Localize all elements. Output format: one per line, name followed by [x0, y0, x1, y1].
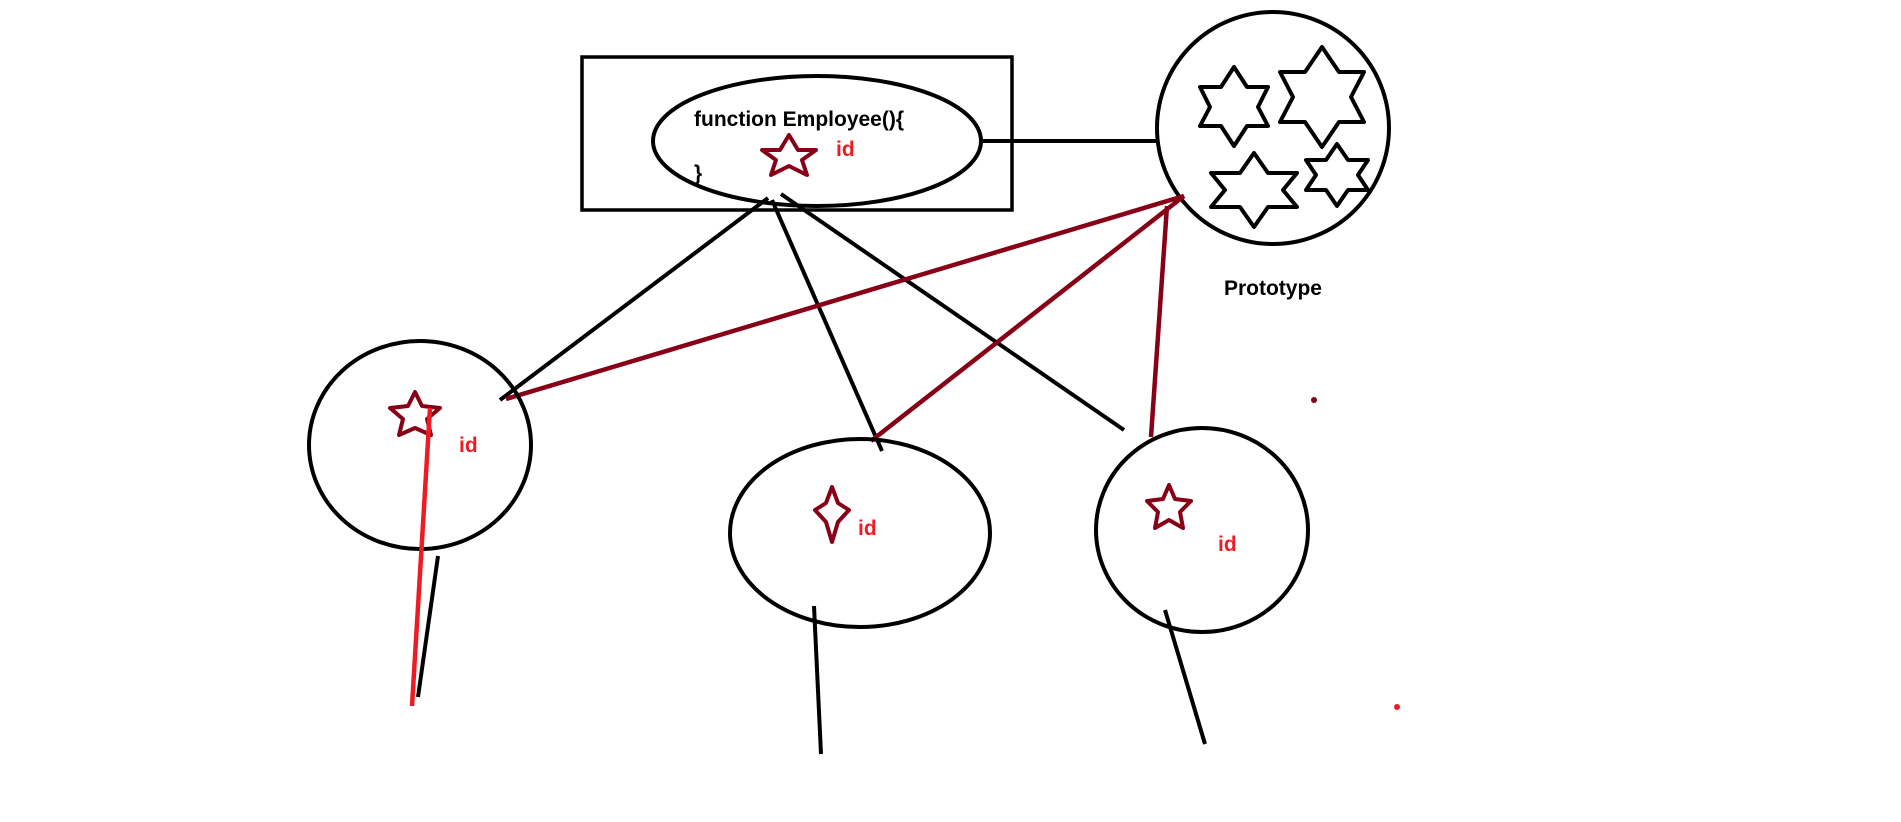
instance-2-tail	[812, 605, 823, 755]
instance-3-circle	[1094, 426, 1310, 634]
instance-1-circle	[307, 339, 533, 551]
instance-3-star-icon	[1145, 483, 1193, 530]
constructor-instance-2-link	[770, 199, 884, 452]
stray-dot	[1311, 397, 1317, 403]
instance-1-star-icon	[388, 390, 442, 437]
prototype-circle	[1155, 10, 1391, 246]
instance-1-red-line	[409, 407, 433, 707]
stray-dot	[1394, 704, 1400, 710]
instance-2-star-icon	[813, 485, 851, 544]
instance-1-tail	[416, 555, 440, 698]
prototype-star-icon	[1198, 65, 1270, 148]
prototype-label: Prototype	[1224, 277, 1322, 300]
instance-2-property-label: id	[858, 517, 877, 540]
prototype-star-icon	[1304, 142, 1370, 208]
constructor-ellipse	[651, 74, 983, 208]
prototype-star-icon	[1278, 45, 1366, 149]
instance-1-property-label: id	[459, 434, 478, 457]
constructor-instance-3-link	[779, 192, 1126, 432]
constructor-code-line-2: }	[694, 162, 702, 185]
instance-3-tail	[1163, 609, 1207, 745]
instance-2-circle	[728, 437, 992, 629]
prototype-star-icon	[1209, 151, 1299, 229]
constructor-code-line-1: function Employee(){	[694, 108, 904, 131]
constructor-instance-1-link	[498, 196, 770, 402]
instance-3-property-label: id	[1218, 533, 1237, 556]
instance-2-prototype-link	[869, 194, 1186, 443]
constructor-property-label: id	[836, 138, 855, 161]
constructor-star-icon	[760, 133, 818, 177]
instance-1-prototype-link	[505, 193, 1185, 402]
instance-3-prototype-link	[1148, 205, 1170, 438]
constructor-box	[580, 55, 1014, 212]
